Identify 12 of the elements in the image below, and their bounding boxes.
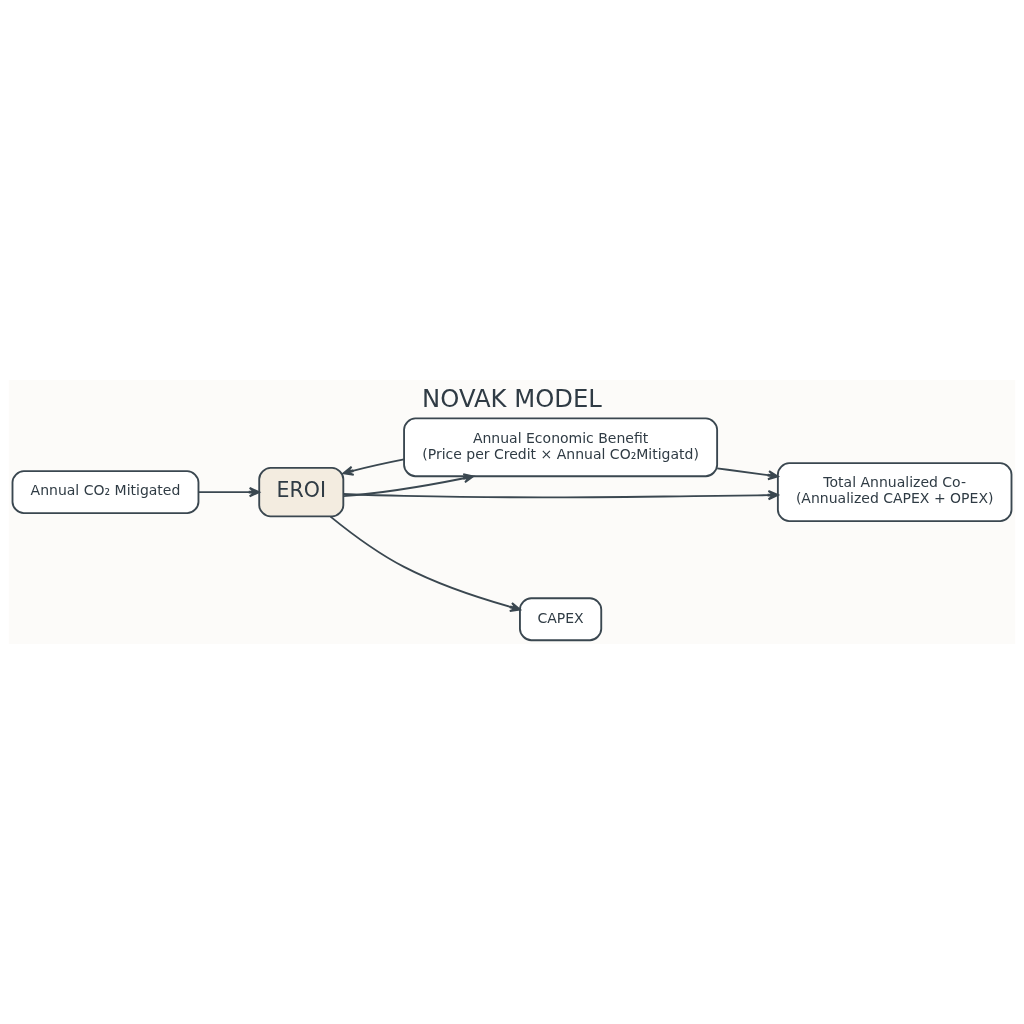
arrow	[716, 467, 779, 481]
diagram-title: NOVAK MODEL	[422, 383, 602, 413]
arrow	[342, 490, 779, 501]
node-box: EROI	[258, 466, 345, 518]
node-box: Annual CO₂ Mitigated	[11, 470, 200, 515]
arrow	[342, 458, 405, 476]
node-box: CAPEX	[519, 597, 603, 642]
arrow	[342, 473, 475, 498]
node-box: Total Annualized Co- (Annualized CAPEX + OPEX)	[776, 462, 1013, 523]
arrow	[329, 515, 521, 613]
arrow	[197, 487, 260, 498]
node-box: Annual Economic Benefit (Price per Credit × Annual CO₂Mitigatd)	[403, 417, 719, 478]
